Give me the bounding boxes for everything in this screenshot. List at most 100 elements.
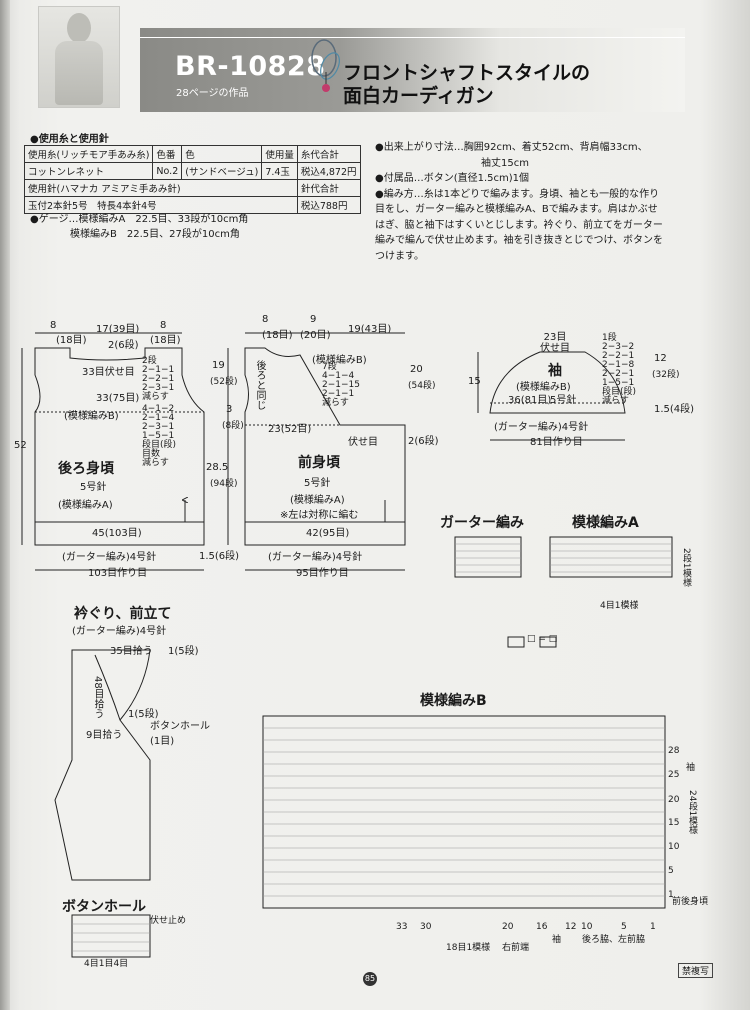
front-upper-height: 20 [410, 364, 423, 375]
front-top-dims: 9 [310, 314, 317, 325]
gauge-line-a: ●ゲージ…模様編みA 22.5目、33段が10cm角 [30, 214, 249, 225]
front-body-outline [244, 347, 406, 546]
model-torso [55, 41, 103, 105]
table-cell: 玉付2本針5号 特長4本針4号 [24, 196, 298, 214]
collar-side-pickup: 48目拾う [92, 676, 103, 719]
sleeve-width: 36(81目) [508, 395, 552, 406]
pattern-b-col-label: 10 [581, 922, 593, 932]
buttonhole-rows: 1(5段) [128, 709, 159, 720]
back-top-dims: 17(39目) [96, 324, 140, 335]
chart-legend: □ = □ [527, 634, 558, 644]
info-line: 袖丈15cm [481, 157, 529, 169]
pattern-b-row-label: 28 [668, 746, 680, 756]
materials-table: 使用糸(リッチモア手あみ糸) 色番 色 使用量 糸代合計 コットンレネット No… [23, 145, 361, 214]
pattern-b-col-label: 12 [565, 922, 577, 932]
front-garter: (ガーター編み)4号針 [268, 552, 363, 563]
front-body-name: 前身頃 [298, 455, 340, 471]
info-line: ●付属品…ボタン(直径1.5cm)1個 [375, 173, 530, 184]
model-head [67, 13, 91, 43]
pattern-b-col-label: 30 [420, 922, 432, 932]
collar-pickup-top: 35目拾う [110, 646, 153, 657]
pattern-a-stitch-repeat: 4目1模様 [600, 601, 639, 611]
garter-swatch [454, 536, 522, 578]
materials-heading: ●使用糸と使用針 [30, 134, 109, 145]
back-height: 52 [14, 440, 27, 451]
back-top-dims: 8 [160, 320, 167, 331]
sleeve-needle: 5号針 [550, 395, 577, 406]
back-width: 45(103目) [92, 528, 142, 539]
front-top-dims: (18目) [262, 330, 293, 341]
front-top-dims: 19(43目) [348, 324, 392, 335]
table-row: 玉付2本針5号 特長4本針4号 税込788円 [24, 196, 361, 214]
pattern-b-row-label: 1 [668, 890, 674, 900]
back-top-dims: (18目) [150, 335, 181, 346]
sleeve-decrease: 1段 2−3−2 2−2−1 2−1−8 2−2−1 1−5−1 段目(段) 減… [602, 333, 637, 406]
back-armhole-rows: (52段) [210, 377, 238, 387]
front-step: 2(6段) [408, 436, 439, 447]
front-cast-on: 95目作り目 [296, 568, 349, 579]
instructions-block: ●出来上がり寸法…胸囲92cm、着丈52cm、背肩幅33cm、 袖丈15cm ●… [375, 140, 695, 264]
pattern-b-row-label: 20 [668, 795, 680, 805]
front-top-dims: (20目) [300, 330, 331, 341]
info-line: 目をし、ガーター編みと模様編みA、Bで編みます。肩はかぶせ [375, 204, 658, 215]
back-top-dims: 8 [50, 320, 57, 331]
front-top-dims: 8 [262, 314, 269, 325]
back-garter: (ガーター編み)4号針 [62, 552, 157, 563]
pattern-b-side-label: 前後身頃 [672, 897, 709, 907]
sleeve-name: 袖 [548, 363, 562, 379]
front-needle: 5号針 [304, 478, 331, 489]
back-mid-height: 3 [226, 404, 233, 415]
front-decrease: 7段 4−1−4 2−1−15 2−1−1 減らす [322, 362, 360, 408]
info-line: つけます。 [375, 250, 424, 262]
collar-pickup-rows: 1(5段) [168, 646, 199, 657]
table-cell: 税込788円 [296, 196, 361, 214]
sleeve-cap-height: 12 [654, 353, 667, 364]
buttonhole-chart [71, 914, 151, 958]
info-line: はぎ、脇と袖下はすくいとじします。衿ぐり、前立てをガーター [375, 219, 663, 231]
buttonhole-stitches: (1目) [150, 736, 175, 747]
pattern-b-row-label: 10 [668, 842, 680, 852]
pattern-b-bottom-label: 袖 [552, 935, 562, 945]
back-hem-height: 1.5(6段) [199, 551, 240, 562]
sleeve-pattern-b: (模様編みB) [516, 382, 571, 393]
front-symmetry-note: ※左は対称に編む [280, 510, 359, 521]
back-armhole-height: 19 [212, 360, 225, 371]
back-lower-rows: (94段) [210, 479, 238, 489]
pattern-a-row-repeat: 2段1模様 [681, 548, 691, 587]
sleeve-cast-on: 81目作り目 [530, 437, 583, 448]
pattern-b-col-label: 1 [650, 922, 656, 932]
sleeve-height: 15 [468, 376, 481, 387]
pattern-code: BR-10828 [175, 51, 326, 82]
back-lower-height: 28.5 [206, 462, 229, 473]
sleeve-garter: (ガーター編み)4号針 [494, 422, 589, 433]
back-top-dims: (18目) [56, 335, 87, 346]
front-bind-off: 伏せ目 [348, 437, 378, 448]
info-line: ●編み方…糸は1本どりで編みます。身頃、袖とも一般的な作り [375, 188, 660, 200]
pattern-b-bottom-label: 右前端 [502, 943, 530, 953]
pattern-b-bottom-label: 後ろ脇、左前脇 [582, 935, 646, 945]
info-line: 編みで編んで伏せ止めます。袖を引き抜きとじでつけ、ボタンを [375, 235, 663, 246]
pattern-b-title: 模様編みB [420, 693, 487, 709]
pattern-b-row-label: 15 [668, 818, 680, 828]
back-width-upper: 33(75目) [96, 393, 140, 404]
title-band [140, 28, 685, 112]
sleeve-hem: 1.5(4段) [654, 404, 695, 415]
pattern-a-swatch [549, 536, 673, 578]
pattern-a-title: 模様編みA [572, 515, 639, 531]
back-top-dims: 2(6段) [108, 340, 139, 351]
copy-prohibited-stamp: 禁複写 [678, 963, 714, 978]
collar-title: 衿ぐり、前立て [74, 606, 172, 622]
page-number: 85 [363, 972, 377, 986]
sleeve-cap-rows: (32段) [652, 370, 680, 380]
page-reference: 28ページの作品 [176, 88, 249, 99]
buttonhole-bind-off: 伏せ止め [150, 916, 187, 926]
info-line: ●出来上がり寸法…胸囲92cm、着丈52cm、背肩幅33cm、 [375, 142, 648, 153]
front-same-as-back: 後ろと同じ [254, 360, 265, 410]
model-photo [38, 6, 120, 108]
gauge-line-b: 模様編みB 22.5目、27段が10cm角 [70, 229, 240, 240]
front-upper-rows: (54段) [408, 381, 436, 391]
gauge-info: ●ゲージ…模様編みA 22.5目、33段が10cm角 模様編みB 22.5目、2… [30, 212, 248, 242]
pattern-b-row-label: 25 [668, 770, 680, 780]
sleeve-outline [489, 351, 626, 414]
